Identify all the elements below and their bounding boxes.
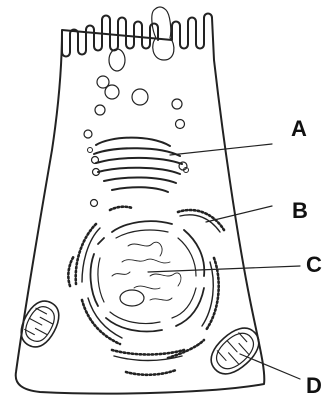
secretory-granule xyxy=(132,89,148,105)
secretory-granule xyxy=(172,99,182,109)
vesicle xyxy=(176,120,185,129)
leader-line-d xyxy=(240,354,300,379)
label-a: A xyxy=(291,116,307,141)
vesicle xyxy=(84,130,92,138)
leader-line-a xyxy=(170,144,272,155)
nucleolus xyxy=(120,290,144,306)
label-c: C xyxy=(306,252,322,277)
secretory-granule xyxy=(95,105,105,115)
nuclear-envelope xyxy=(91,221,205,331)
secretory-granule xyxy=(109,49,125,71)
vesicle xyxy=(91,200,98,207)
secretory-granule xyxy=(105,85,119,99)
cell-membrane xyxy=(16,14,265,394)
golgi-apparatus xyxy=(88,138,189,192)
leader-line-b xyxy=(206,206,272,222)
exocytosis-vesicle xyxy=(152,7,174,60)
label-b: B xyxy=(292,198,308,223)
mitochondrion xyxy=(15,295,66,352)
leader-line-c xyxy=(148,266,300,272)
label-d: D xyxy=(306,373,322,398)
